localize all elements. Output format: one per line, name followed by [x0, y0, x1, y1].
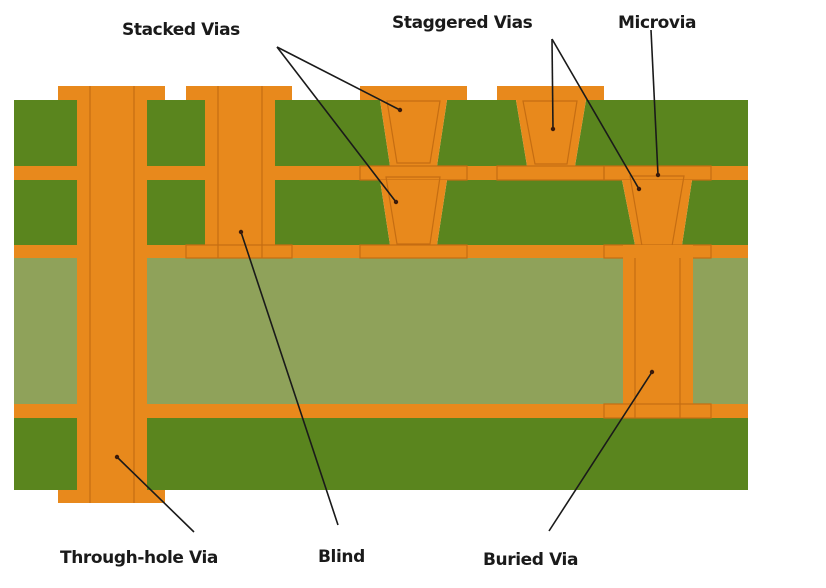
prepreg-segment [575, 100, 748, 166]
copper-layer-3 [14, 404, 748, 418]
prepreg-segment [437, 180, 635, 245]
label-staggered-vias: Staggered Vias [392, 13, 533, 33]
prepreg-segment [14, 418, 77, 490]
buried-marker [649, 369, 655, 375]
staggered-lower-marker [636, 186, 642, 192]
stacked-leader-upper [276, 46, 401, 111]
label-stacked-vias: Stacked Vias [122, 20, 240, 40]
prepreg-3 [14, 418, 748, 490]
copper-layer-1 [14, 166, 748, 180]
staggered-upper-marker [550, 126, 556, 132]
via-barrel [77, 86, 147, 503]
through-hole-leader [116, 456, 195, 533]
blind-via [185, 86, 293, 259]
copper-layer-2 [14, 245, 748, 258]
microvia-marker [655, 172, 661, 178]
microvia-outline [522, 100, 578, 165]
microvia [516, 100, 586, 166]
staggered-leader-lower [551, 38, 640, 190]
through-hole-via [58, 86, 165, 503]
labels: Stacked Vias Staggered Vias Microvia Thr… [60, 13, 696, 570]
callout-leaders [114, 29, 661, 533]
top-pad [360, 86, 467, 100]
stacked-upper-marker [397, 107, 403, 113]
prepreg-segment [147, 180, 205, 245]
upper-microvia-outline [386, 100, 441, 164]
staggered-leader-upper [551, 38, 554, 130]
microvia-leader [650, 29, 659, 176]
bottom-pad-outline [185, 244, 293, 259]
prepreg-segment [14, 180, 77, 245]
prepreg-2 [14, 180, 748, 245]
upper-microvia [380, 100, 447, 166]
prepreg-1 [14, 100, 748, 166]
prepreg-segment [437, 100, 527, 166]
pcb-cross-section [14, 86, 748, 503]
via-barrel [623, 245, 693, 418]
blind-marker [238, 229, 244, 235]
bottom-pad-outline [603, 403, 712, 419]
prepreg-segment [275, 180, 390, 245]
stacked-lower-marker [393, 199, 399, 205]
label-buried-via: Buried Via [483, 550, 578, 570]
stacked-vias [359, 86, 468, 259]
label-blind: Blind [318, 547, 365, 567]
buried-leader [548, 371, 653, 532]
via-barrel [205, 86, 275, 258]
blind-leader [240, 231, 339, 526]
staggered-via-upper [496, 86, 605, 181]
lower-microvia-outline [385, 176, 441, 245]
label-microvia: Microvia [618, 13, 696, 33]
prepreg-segment [14, 100, 77, 166]
label-through-hole-via: Through-hole Via [60, 548, 218, 568]
stacked-leader-lower [276, 46, 397, 203]
buried-via [603, 245, 712, 419]
through-hole-marker [114, 454, 120, 460]
bottom-pad-outline [359, 244, 468, 259]
prepreg-segment [275, 100, 390, 166]
lower-microvia [380, 180, 447, 245]
top-pad [497, 86, 604, 100]
prepreg-segment [147, 100, 205, 166]
prepreg-segment [682, 180, 748, 245]
prepreg-segment [147, 418, 748, 490]
